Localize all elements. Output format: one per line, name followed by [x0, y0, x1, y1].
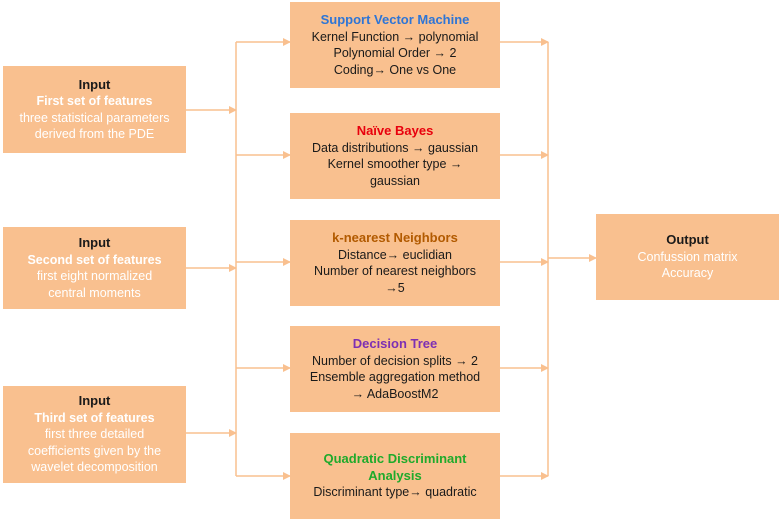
input-box-3: Input Third set of features first three …	[3, 386, 186, 483]
input-1-title: Input	[78, 76, 111, 92]
svm-line-2: Polynomial Order → 2	[333, 46, 457, 60]
naive-bayes-line-2: Kernel smoother type →	[327, 157, 463, 171]
svm-box: Support Vector Machine Kernel Function →…	[290, 2, 500, 88]
input-3-line-3: wavelet decomposition	[31, 460, 158, 475]
output-line-2: Accuracy	[661, 266, 714, 281]
decision-tree-line-3: → AdaBoostM2	[351, 386, 439, 401]
input-3-title: Input	[78, 393, 111, 409]
input-2-line-2: central moments	[48, 285, 141, 300]
decision-tree-box: Decision Tree Number of decision splits …	[290, 326, 500, 412]
input-1-subtitle: First set of features	[36, 94, 153, 108]
naive-bayes-line-1: Data distributions → gaussian	[311, 140, 479, 155]
knn-title: k-nearest Neighbors	[332, 230, 458, 245]
qda-line-1: Discriminant type→ quadratic	[313, 485, 477, 500]
input-3-line-2: coefficients given by the	[27, 443, 162, 458]
svm-line-1: Kernel Function → polynomial	[311, 29, 479, 44]
knn-line-3: →5	[385, 280, 405, 295]
knn-line-2: Number of nearest neighbors	[314, 264, 476, 278]
naive-bayes-box: Naïve Bayes Data distributions → gaussia…	[290, 113, 500, 199]
input-1-line-1: three statistical parameters	[19, 110, 170, 125]
svm-line-3: Coding→ One vs One	[333, 62, 457, 77]
decision-tree-line-2: Ensemble aggregation method	[309, 370, 481, 384]
input-box-2: Input Second set of features first eight…	[3, 227, 186, 309]
qda-box: Quadratic Discriminant Analysis Discrimi…	[290, 433, 500, 519]
output-box: Output Confussion matrix Accuracy	[596, 214, 779, 300]
input-3-subtitle: Third set of features	[34, 410, 155, 425]
knn-line-1: Distance→ euclidian	[338, 247, 452, 262]
input-3-line-1: first three detailed	[44, 427, 145, 442]
input-box-1: Input First set of features three statis…	[3, 66, 186, 153]
decision-tree-title: Decision Tree	[352, 336, 438, 351]
input-1-line-2: derived from the PDE	[34, 127, 155, 141]
output-title: Output	[666, 232, 709, 248]
knn-box: k-nearest Neighbors Distance→ euclidian …	[290, 220, 500, 306]
decision-tree-line-1: Number of decision splits → 2	[311, 353, 479, 368]
qda-title: Quadratic Discriminant Analysis	[323, 451, 467, 483]
input-2-line-1: first eight normalized	[36, 269, 153, 283]
output-line-1: Confussion matrix	[637, 249, 738, 264]
naive-bayes-line-3: gaussian	[369, 173, 421, 188]
svm-title: Support Vector Machine	[320, 12, 470, 27]
input-2-title: Input	[78, 235, 111, 250]
naive-bayes-title: Naïve Bayes	[356, 123, 434, 138]
input-2-subtitle: Second set of features	[27, 252, 162, 267]
